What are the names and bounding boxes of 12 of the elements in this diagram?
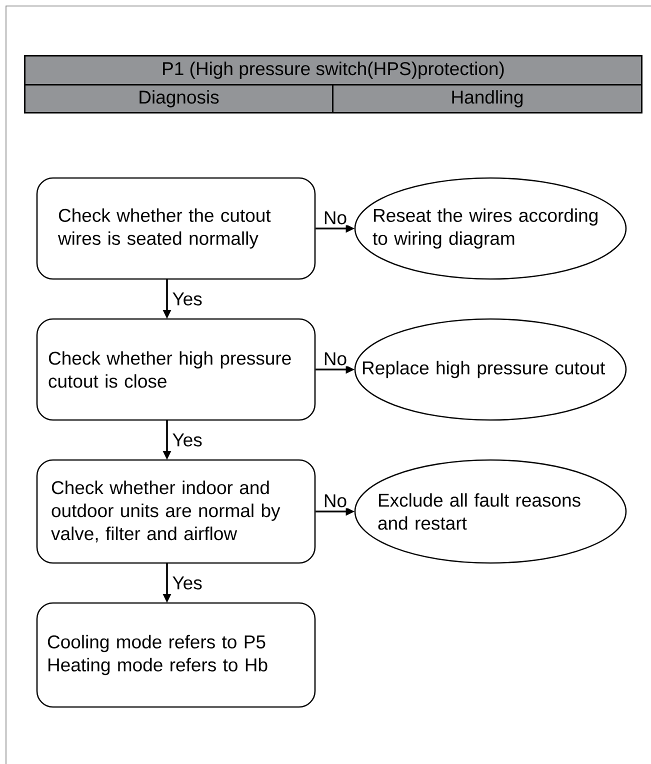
process-box: Check whether high pressure cutout is close xyxy=(36,318,316,421)
edge-label: No xyxy=(322,210,348,226)
header-cell: Diagnosis xyxy=(24,84,334,114)
edge-label: Yes xyxy=(171,292,204,306)
process-box: Cooling mode refers to P5 Heating mode refers to Hb xyxy=(36,602,316,708)
edge-label: No xyxy=(322,351,348,366)
process-box: Check whether indoor and outdoor units are normal by valve, filter and airflow xyxy=(36,459,316,564)
process-box: Check whether the cutout wires is seated normally xyxy=(36,177,316,280)
edge-label: Yes xyxy=(171,432,204,448)
edge-label: No xyxy=(322,493,348,508)
edge-label: Yes xyxy=(171,576,204,590)
header-cell: Handling xyxy=(332,84,642,114)
